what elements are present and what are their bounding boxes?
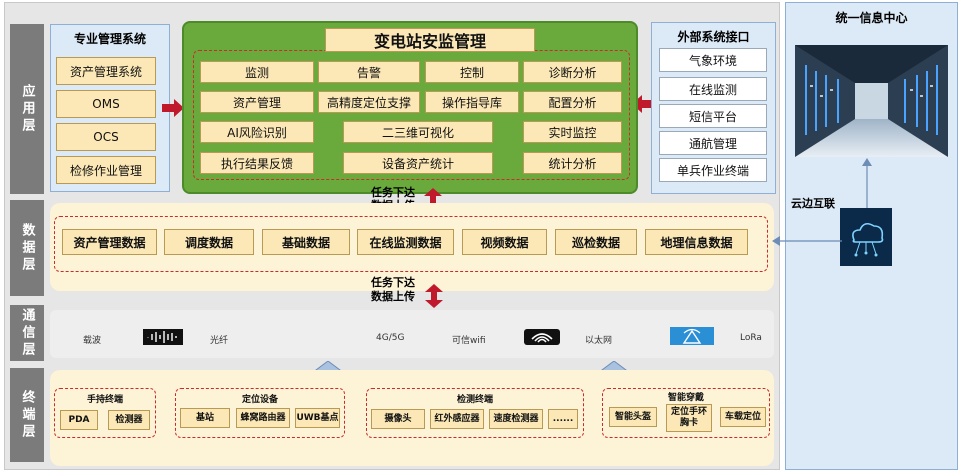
core-item[interactable]: 操作指导库 [425, 91, 519, 113]
core-item[interactable]: 二三维可视化 [343, 121, 493, 143]
external-item[interactable]: 单兵作业终端 [659, 158, 767, 182]
data-item[interactable]: 调度数据 [164, 229, 254, 255]
layer-label-communication: 通信层 [10, 305, 44, 361]
lora-antenna-icon [670, 327, 714, 345]
external-item[interactable]: 通航管理 [659, 131, 767, 155]
terminal-item[interactable]: 车载定位 [720, 407, 766, 427]
arrow-right-icon [162, 99, 184, 117]
comm-ethernet-label: 以太网 [585, 336, 613, 346]
professional-system-title: 专业管理系统 [73, 32, 146, 46]
core-item[interactable]: 诊断分析 [523, 61, 622, 83]
data-item[interactable]: 基础数据 [262, 229, 350, 255]
terminal-group-detection [366, 388, 584, 438]
layer-label-data: 数据层 [10, 200, 44, 296]
core-title: 变电站安监管理 [325, 28, 535, 52]
layer-label-application: 应用层 [10, 24, 44, 194]
core-item[interactable]: 监测 [200, 61, 314, 83]
cloud-icon [840, 208, 892, 266]
professional-item[interactable]: 资产管理系统 [56, 57, 156, 85]
data-item[interactable]: 视频数据 [462, 229, 547, 255]
info-center-title: 统一信息中心 [835, 11, 908, 25]
comm-carrier-label: 载波 [83, 336, 102, 346]
layer-label-terminal: 终端层 [10, 368, 44, 462]
external-item[interactable]: 气象环境 [659, 48, 767, 72]
terminal-group-handheld [54, 388, 156, 438]
arrow-up-line-icon [862, 158, 872, 208]
core-item[interactable]: 设备资产统计 [343, 152, 493, 174]
data-item[interactable]: 地理信息数据 [645, 229, 748, 255]
terminal-item[interactable]: 检测器 [108, 410, 150, 430]
data-item[interactable]: 巡检数据 [555, 229, 637, 255]
core-item[interactable]: 高精度定位支撑 [318, 91, 420, 113]
wifi-icon [524, 329, 560, 345]
terminal-item[interactable]: 定位手环 胸卡 [666, 404, 712, 432]
terminal-group-title: 检测终端 [456, 395, 493, 405]
core-item[interactable]: 执行结果反馈 [200, 152, 314, 174]
professional-item[interactable]: 检修作业管理 [56, 156, 156, 184]
terminal-item[interactable]: 速度检测器 [489, 409, 543, 429]
terminal-item[interactable]: 摄像头 [371, 409, 425, 429]
core-item[interactable]: 资产管理 [200, 91, 314, 113]
core-item[interactable]: 控制 [425, 61, 519, 83]
core-item[interactable]: AI风险识别 [200, 121, 314, 143]
data-item[interactable]: 在线监测数据 [357, 229, 454, 255]
core-item[interactable]: 配置分析 [523, 91, 622, 113]
comm-wifi-label: 可信wifi [452, 336, 486, 346]
terminal-group-title: 智能穿戴 [667, 393, 704, 403]
task-label-upper-line1: 任务下达 [371, 186, 415, 199]
core-item[interactable]: 统计分析 [523, 152, 622, 174]
cloud-edge-label: 云边互联 [791, 197, 835, 210]
terminal-item[interactable]: ...... [548, 409, 578, 429]
task-label-lower-line1: 任务下达 [371, 276, 415, 289]
terminal-group-positioning [175, 388, 345, 438]
terminal-group-wearable [602, 388, 770, 438]
terminal-item[interactable]: 智能头盔 [609, 407, 657, 427]
terminal-item[interactable]: UWB基点 [295, 408, 340, 428]
external-item[interactable]: 短信平台 [659, 104, 767, 128]
professional-item[interactable]: OCS [56, 123, 156, 151]
double-arrow-icon [425, 284, 443, 308]
core-item[interactable]: 告警 [318, 61, 420, 83]
task-label-lower-line2: 数据上传 [371, 290, 415, 303]
professional-item[interactable]: OMS [56, 90, 156, 118]
comm-lora-label: LoRa [740, 333, 762, 343]
terminal-item[interactable]: 红外感应器 [430, 409, 484, 429]
fiber-waveform-icon [143, 329, 183, 345]
data-item[interactable]: 资产管理数据 [62, 229, 157, 255]
external-interface-title: 外部系统接口 [677, 30, 750, 44]
comm-fiber-label: 光纤 [210, 336, 229, 346]
data-layer-dashed-frame [54, 216, 768, 272]
external-item[interactable]: 在线监测 [659, 77, 767, 101]
server-room-image [795, 45, 948, 157]
arrow-left-line-icon [772, 236, 842, 246]
core-item[interactable]: 实时监控 [523, 121, 622, 143]
comm-cellular-label: 4G/5G [376, 333, 405, 343]
terminal-item[interactable]: 基站 [180, 408, 230, 428]
terminal-group-title: 手持终端 [86, 395, 123, 405]
terminal-item[interactable]: 蜂窝路由器 [236, 408, 290, 428]
terminal-item[interactable]: PDA [60, 410, 98, 430]
terminal-group-title: 定位设备 [241, 395, 278, 405]
